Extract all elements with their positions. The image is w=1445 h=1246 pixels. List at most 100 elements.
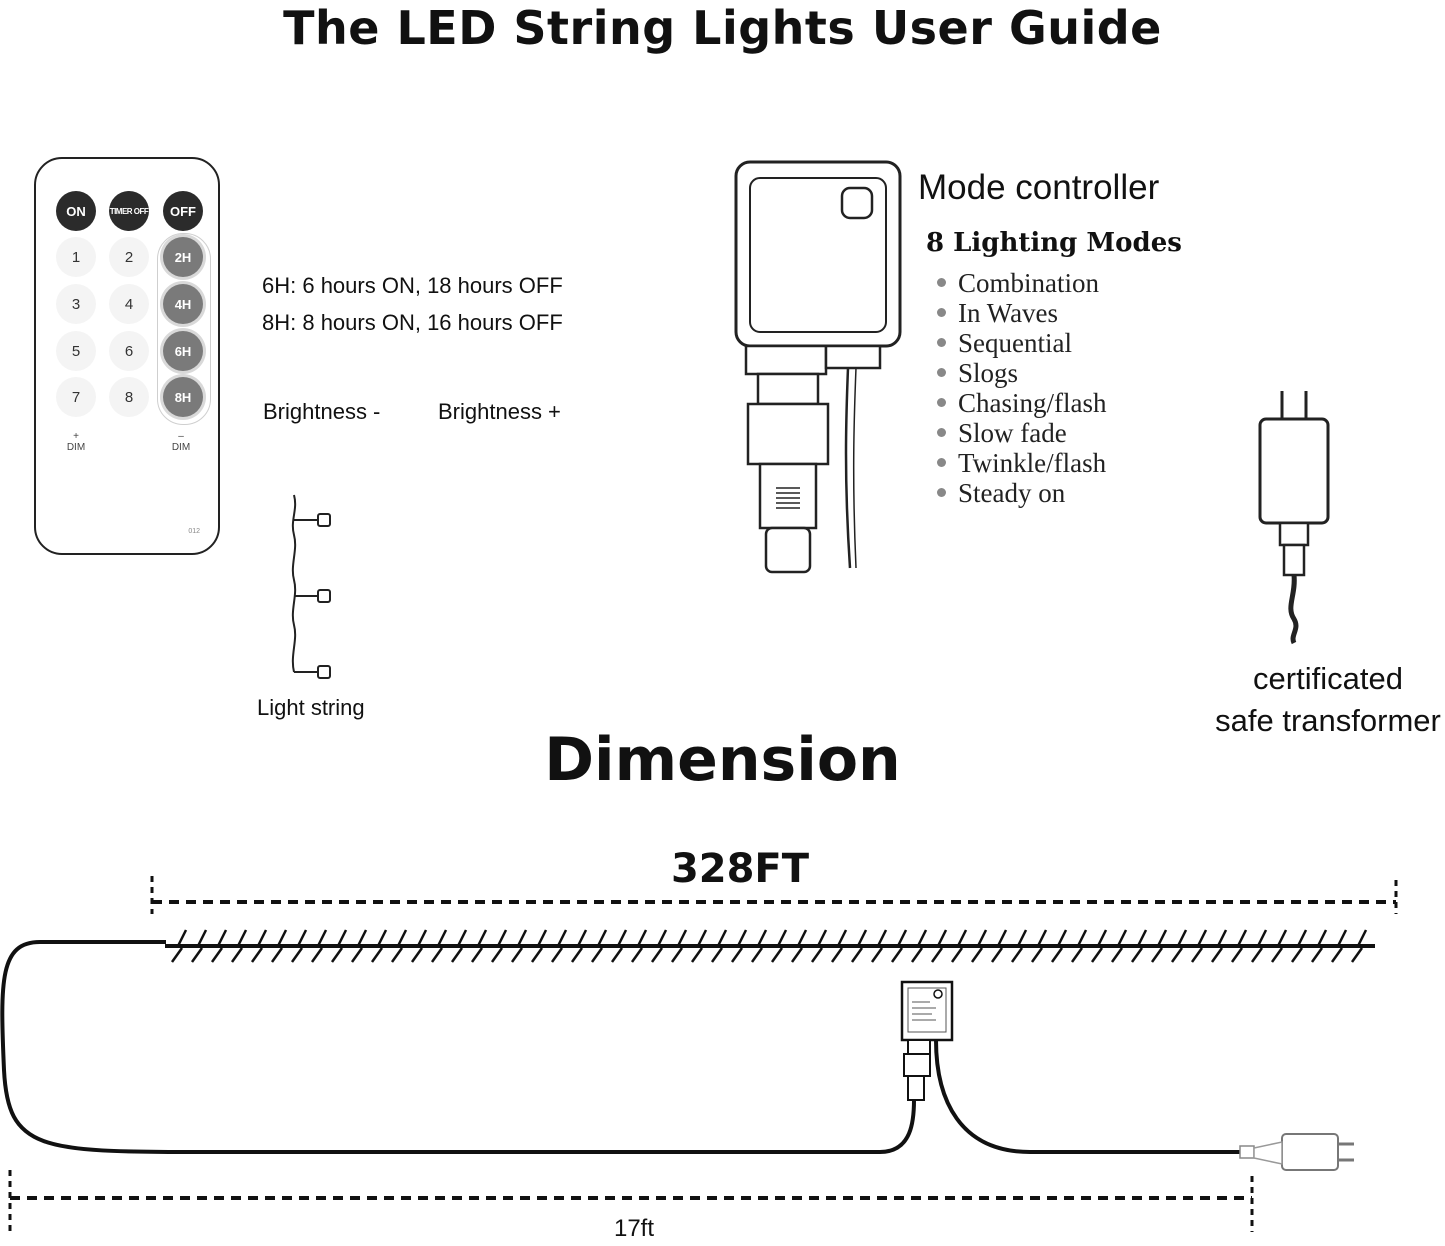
led-tick-down	[890, 947, 904, 963]
led-tick-down	[670, 947, 684, 963]
mode-item: Steady on	[937, 478, 1107, 508]
led-tick-up	[796, 929, 808, 947]
led-tick-down	[310, 947, 324, 963]
mode-item: Sequential	[937, 328, 1107, 358]
remote-number-3: 3	[56, 284, 96, 324]
remote-timer-6h: 6H	[163, 331, 203, 371]
led-tick-up	[876, 929, 888, 947]
led-tick-down	[1210, 947, 1224, 963]
led-tick-down	[1290, 947, 1304, 963]
led-tick-up	[1316, 929, 1328, 947]
led-tick-up	[196, 929, 208, 947]
mode-item: Combination	[937, 268, 1107, 298]
led-tick-down	[830, 947, 844, 963]
led-tick-up	[1356, 929, 1368, 947]
led-tick-down	[170, 947, 184, 963]
dim-plus-label: DIM	[66, 442, 86, 453]
led-tick-down	[370, 947, 384, 963]
led-tick-down	[910, 947, 924, 963]
led-tick-up	[836, 929, 848, 947]
led-tick-down	[250, 947, 264, 963]
led-tick-up	[936, 929, 948, 947]
led-tick-up	[1176, 929, 1188, 947]
led-tick-up	[996, 929, 1008, 947]
led-tick-down	[390, 947, 404, 963]
led-tick-down	[610, 947, 624, 963]
transformer-plug-illustration	[1258, 391, 1330, 645]
led-tick-up	[1196, 929, 1208, 947]
led-tick-down	[1110, 947, 1124, 963]
led-tick-down	[1310, 947, 1324, 963]
dimension-diagram	[0, 876, 1398, 1232]
mode-item: Twinkle/flash	[937, 448, 1107, 478]
led-tick-down	[270, 947, 284, 963]
remote-control: ON TIMER OFF OFF 1 2 2H 3 4 4H 5 6 6H 7 …	[34, 157, 220, 555]
led-tick-down	[1070, 947, 1084, 963]
led-tick-up	[276, 929, 288, 947]
led-tick-up	[1076, 929, 1088, 947]
mode-item: Slow fade	[937, 418, 1107, 448]
led-tick-up	[1336, 929, 1348, 947]
led-tick-down	[1190, 947, 1204, 963]
timer-note-6h: 6H: 6 hours ON, 18 hours OFF	[262, 273, 563, 298]
led-tick-down	[790, 947, 804, 963]
led-tick-down	[730, 947, 744, 963]
led-tick-down	[710, 947, 724, 963]
led-tick-up	[416, 929, 428, 947]
led-tick-up	[316, 929, 328, 947]
led-tick-up	[1116, 929, 1128, 947]
led-tick-down	[210, 947, 224, 963]
led-tick-up	[1036, 929, 1048, 947]
led-tick-down	[1090, 947, 1104, 963]
bullet-icon	[937, 488, 946, 498]
led-tick-up	[356, 929, 368, 947]
led-tick-down	[490, 947, 504, 963]
led-tick-down	[690, 947, 704, 963]
led-tick-up	[216, 929, 228, 947]
led-tick-up	[1296, 929, 1308, 947]
led-tick-down	[550, 947, 564, 963]
remote-timer-off-button: TIMER OFF	[109, 191, 149, 231]
led-tick-up	[656, 929, 668, 947]
led-tick-up	[736, 929, 748, 947]
brightness-plus-label: Brightness +	[438, 399, 561, 424]
led-tick-up	[856, 929, 868, 947]
page-title: The LED String Lights User Guide	[283, 1, 1162, 55]
remote-off-button: OFF	[163, 191, 203, 231]
led-tick-down	[190, 947, 204, 963]
led-tick-up	[1236, 929, 1248, 947]
led-tick-up	[916, 929, 928, 947]
led-tick-down	[330, 947, 344, 963]
light-string-label: Light string	[257, 695, 365, 720]
remote-dim-minus: – DIM	[166, 431, 196, 453]
led-tick-down	[1030, 947, 1044, 963]
led-tick-up	[816, 929, 828, 947]
led-tick-up	[676, 929, 688, 947]
led-tick-down	[930, 947, 944, 963]
led-tick-down	[850, 947, 864, 963]
remote-timer-2h: 2H	[163, 237, 203, 277]
led-tick-down	[1350, 947, 1364, 963]
dim-minus-sign: –	[178, 431, 184, 442]
mode-controller-title: Mode controller	[918, 168, 1160, 207]
led-tick-down	[650, 947, 664, 963]
timer-button-group	[157, 233, 211, 425]
led-tick-up	[756, 929, 768, 947]
led-tick-down	[1010, 947, 1024, 963]
led-tick-down	[450, 947, 464, 963]
led-tick-up	[256, 929, 268, 947]
led-tick-up	[616, 929, 628, 947]
led-tick-up	[516, 929, 528, 947]
brightness-minus-label: Brightness -	[263, 399, 381, 424]
led-tick-up	[956, 929, 968, 947]
bullet-icon	[937, 458, 946, 468]
led-tick-up	[296, 929, 308, 947]
remote-timer-4h: 4H	[163, 284, 203, 324]
led-tick-up	[336, 929, 348, 947]
led-tick-up	[716, 929, 728, 947]
lead-length-label: 17ft	[613, 1215, 655, 1242]
remote-number-1: 1	[56, 237, 96, 277]
bullet-icon	[937, 278, 946, 288]
dim-plus-sign: +	[73, 431, 79, 442]
mode-item: Slogs	[937, 358, 1107, 388]
